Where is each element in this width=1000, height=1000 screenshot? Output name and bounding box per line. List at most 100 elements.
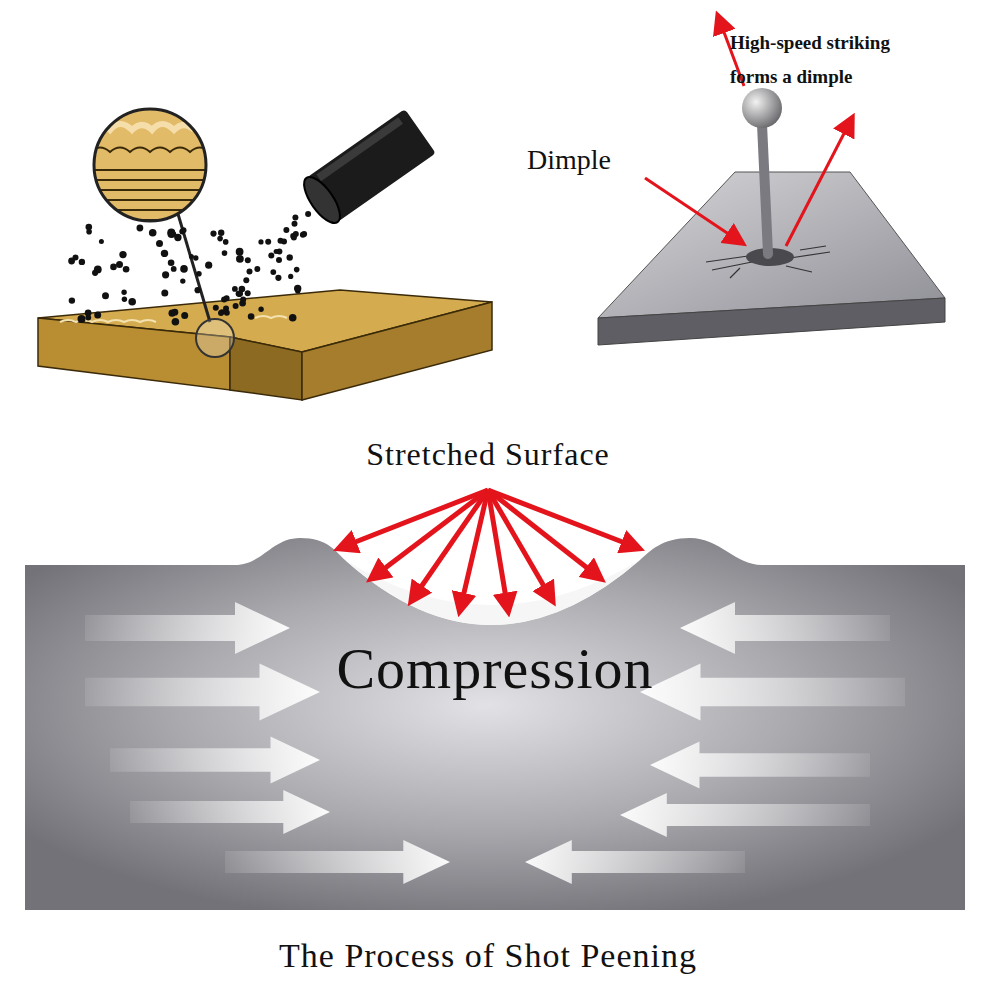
shot-particle bbox=[245, 290, 251, 296]
shot-particle bbox=[305, 211, 311, 217]
shot-particle bbox=[236, 248, 244, 256]
compression-arrow bbox=[85, 602, 290, 654]
block-group bbox=[25, 490, 965, 910]
shot-ball bbox=[742, 88, 782, 128]
shot-particle bbox=[193, 255, 198, 260]
shot-particle bbox=[270, 269, 276, 275]
shot-particle bbox=[69, 297, 75, 303]
shot-particle bbox=[181, 312, 188, 319]
shot-particle bbox=[180, 278, 185, 283]
shot-particle bbox=[85, 315, 91, 321]
shot-particle bbox=[292, 215, 298, 221]
shot-particle bbox=[149, 229, 157, 237]
shot-particle bbox=[283, 227, 289, 233]
shot-particle bbox=[78, 315, 86, 323]
shot-particle bbox=[265, 239, 271, 245]
shot-particle bbox=[218, 230, 224, 236]
shot-particle bbox=[233, 303, 239, 309]
shot-particle bbox=[232, 286, 238, 292]
shot-particle bbox=[121, 290, 126, 295]
shot-particle bbox=[258, 239, 263, 244]
shot-particle bbox=[217, 236, 223, 242]
shot-particle bbox=[196, 271, 202, 277]
shot-particle bbox=[119, 251, 126, 258]
shot-stream bbox=[68, 211, 311, 325]
shot-particle bbox=[86, 229, 92, 235]
compression-arrow bbox=[225, 840, 450, 884]
shot-particle bbox=[128, 298, 136, 306]
shot-particle bbox=[116, 261, 123, 268]
shot-particle bbox=[161, 290, 168, 297]
caption: The Process of Shot Peening bbox=[188, 934, 788, 978]
shot-particle bbox=[210, 231, 216, 237]
stretch-arrow bbox=[460, 490, 488, 610]
shot-particle bbox=[258, 307, 263, 312]
stretch-arrow bbox=[488, 490, 638, 548]
plate bbox=[598, 16, 945, 345]
shot-particle bbox=[171, 266, 177, 272]
magnified-surface bbox=[90, 148, 210, 153]
shot-particle bbox=[292, 221, 298, 227]
shot-particle bbox=[288, 274, 293, 279]
stretch-arrow bbox=[488, 490, 552, 600]
shot-particle bbox=[224, 295, 230, 301]
compression-arrow bbox=[620, 793, 870, 837]
compression-arrow bbox=[525, 840, 745, 884]
shot-particle bbox=[102, 292, 109, 299]
compression-arrow bbox=[680, 602, 890, 654]
shot-particle bbox=[167, 229, 175, 237]
shot-particle bbox=[92, 270, 98, 276]
shot-particle bbox=[289, 314, 297, 322]
workpiece-notch bbox=[230, 337, 302, 400]
shot-particle bbox=[68, 258, 75, 265]
shot-particle bbox=[254, 266, 260, 272]
shot-particle bbox=[79, 259, 85, 265]
shot-particle bbox=[180, 265, 188, 273]
shot-particle bbox=[162, 271, 169, 278]
magnifier-rim bbox=[94, 109, 206, 221]
shot-particle bbox=[94, 311, 101, 318]
shot-particle bbox=[213, 305, 219, 311]
magnified-fill bbox=[90, 105, 210, 230]
compression-arrow bbox=[650, 742, 870, 789]
shot-particle bbox=[278, 238, 284, 244]
shot-particle bbox=[223, 239, 229, 245]
magnified-spot bbox=[196, 319, 234, 357]
shot-particle bbox=[137, 225, 144, 232]
magnified-layers bbox=[90, 170, 210, 220]
shot-particle bbox=[248, 313, 255, 320]
shot-particle bbox=[268, 252, 274, 258]
shot-particle bbox=[240, 296, 246, 302]
nozzle bbox=[298, 109, 436, 228]
nozzle-highlight bbox=[316, 117, 403, 181]
shot-particle bbox=[224, 310, 230, 316]
shot-particle bbox=[287, 254, 293, 260]
callout-text: Dimple bbox=[527, 143, 657, 177]
shot-particle bbox=[122, 297, 127, 302]
shot-particle bbox=[236, 255, 244, 263]
material-block: Compression bbox=[25, 480, 965, 910]
node-text: Compression bbox=[25, 640, 965, 698]
callout-text: High-speed striking forms a dimple bbox=[730, 26, 935, 94]
stretch-arrow bbox=[488, 490, 600, 578]
shot-particle bbox=[189, 254, 194, 259]
shot-particle bbox=[123, 266, 130, 273]
shot-particle bbox=[276, 248, 282, 254]
compression-arrow bbox=[640, 663, 905, 720]
shot-particle bbox=[169, 310, 176, 317]
magnified-view bbox=[90, 105, 210, 230]
workpiece-side bbox=[302, 302, 492, 400]
compression-arrow bbox=[85, 663, 320, 720]
shot-particle bbox=[301, 231, 307, 237]
nozzle-opening bbox=[298, 172, 347, 229]
shot-particle bbox=[172, 318, 180, 326]
shot-particle bbox=[237, 291, 243, 297]
shot-particle bbox=[156, 240, 163, 247]
shot-particle bbox=[291, 235, 297, 241]
magnifier bbox=[90, 105, 234, 357]
shot-particle bbox=[295, 288, 300, 293]
shot-particle bbox=[168, 259, 175, 266]
shot-particle bbox=[218, 310, 224, 316]
shot-particle bbox=[161, 250, 168, 257]
